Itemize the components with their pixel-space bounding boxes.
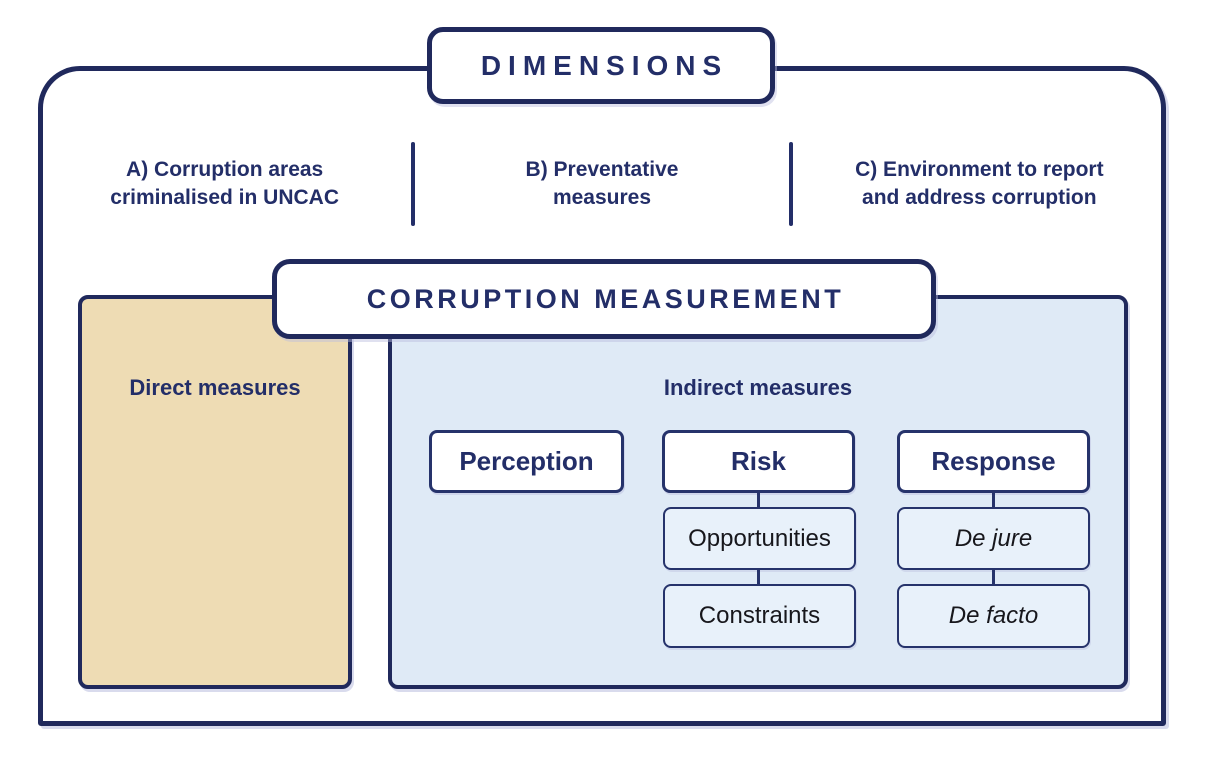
opportunities-constraints-connector bbox=[757, 569, 760, 585]
dimensions-row: A) Corruption areas criminalised in UNCA… bbox=[38, 140, 1166, 228]
de-facto-box: De facto bbox=[897, 584, 1090, 648]
indirect-measures-heading: Indirect measures bbox=[663, 375, 853, 400]
dimensions-title-box: DIMENSIONS bbox=[427, 27, 775, 104]
dimension-c-label: C) Environment to report and address cor… bbox=[855, 158, 1104, 209]
column-divider bbox=[788, 142, 793, 226]
de-jure-label: De jure bbox=[954, 524, 1033, 552]
constraints-label: Constraints bbox=[698, 602, 821, 629]
column-divider bbox=[411, 142, 416, 226]
de-facto-label: De facto bbox=[948, 602, 1039, 629]
de-jure-box: De jure bbox=[897, 507, 1090, 570]
perception-box: Perception bbox=[429, 430, 624, 493]
risk-box: Risk bbox=[662, 430, 855, 493]
corruption-measurement-title-box: CORRUPTION MEASUREMENT bbox=[272, 259, 936, 339]
direct-measures-panel: Direct measures bbox=[78, 295, 352, 689]
dimensions-title: DIMENSIONS bbox=[480, 49, 729, 81]
response-box: Response bbox=[897, 430, 1090, 493]
response-label: Response bbox=[931, 446, 1056, 476]
perception-label: Perception bbox=[459, 446, 594, 476]
dimension-b-label: B) Preventative measures bbox=[525, 158, 679, 209]
dimension-a-label: A) Corruption areas criminalised in UNCA… bbox=[110, 158, 340, 209]
opportunities-label: Opportunities bbox=[688, 524, 831, 552]
opportunities-box: Opportunities bbox=[663, 507, 856, 570]
risk-label: Risk bbox=[731, 446, 786, 476]
indirect-measures-panel: Indirect measures Perception Risk Opport… bbox=[388, 295, 1128, 689]
corruption-measurement-title: CORRUPTION MEASUREMENT bbox=[366, 283, 845, 314]
risk-opportunities-connector bbox=[757, 492, 760, 508]
response-dejure-connector bbox=[992, 492, 995, 508]
constraints-box: Constraints bbox=[663, 584, 856, 648]
direct-measures-heading: Direct measures bbox=[129, 375, 301, 400]
dejure-defacto-connector bbox=[992, 569, 995, 585]
